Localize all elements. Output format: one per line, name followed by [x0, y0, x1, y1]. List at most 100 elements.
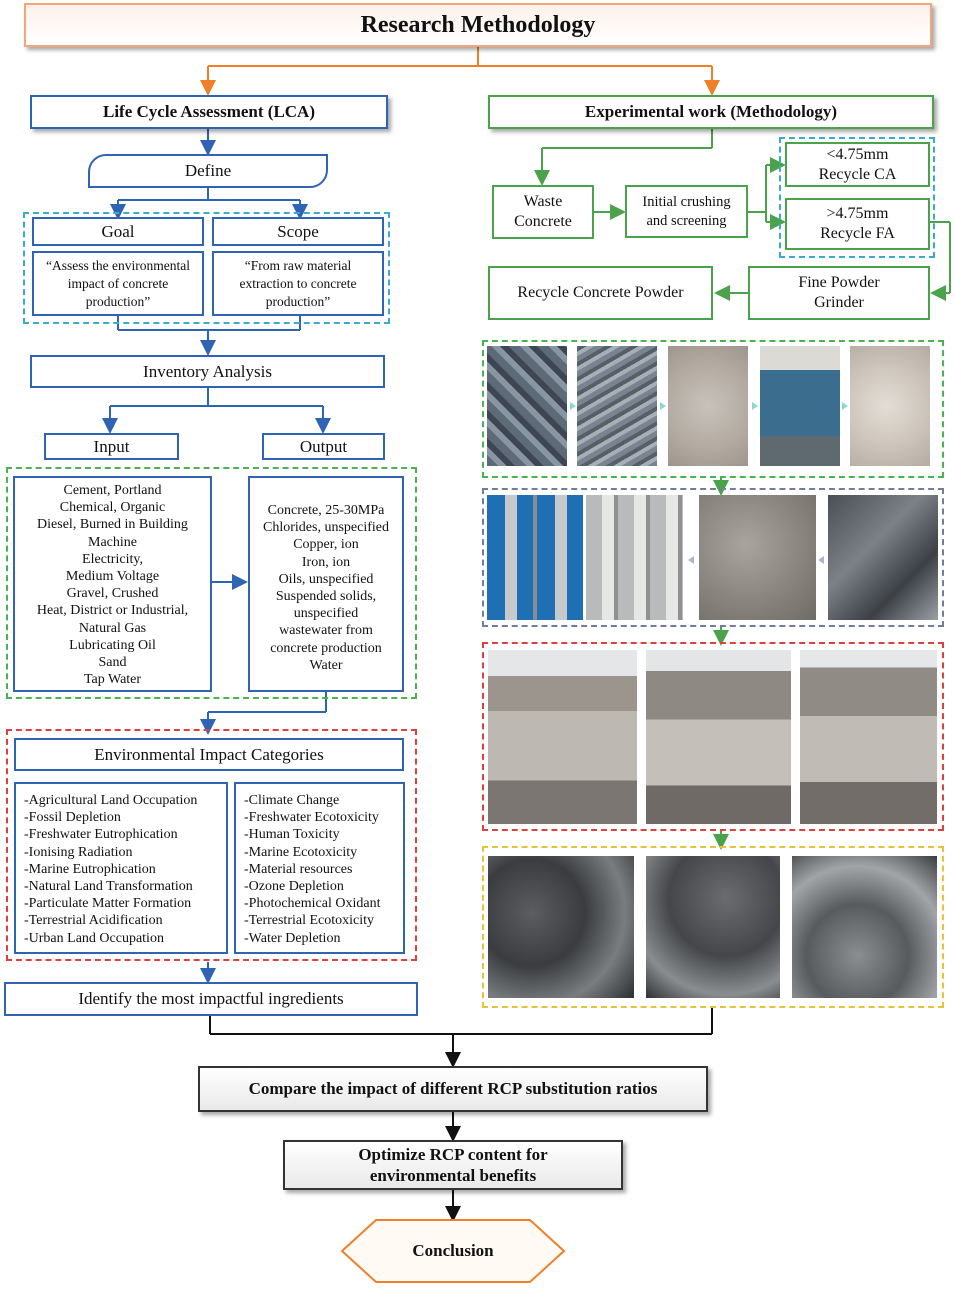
impact-category: -Freshwater Ecotoxicity: [244, 810, 379, 826]
inventory-text: Inventory Analysis: [143, 361, 272, 381]
optimize-line2: environmental benefits: [369, 1166, 537, 1185]
compression-test-photo-3: [800, 650, 937, 824]
lca-header: Life Cycle Assessment (LCA): [30, 95, 388, 129]
impact-header: Environmental Impact Categories: [14, 738, 404, 771]
exp-header: Experimental work (Methodology): [488, 95, 934, 129]
lca-header-text: Life Cycle Assessment (LCA): [103, 102, 315, 121]
goal-scope-group: [23, 212, 390, 324]
input-item: Machine: [88, 534, 137, 550]
casting-photos-group: [482, 488, 944, 627]
grinder-line1: Fine Powder: [798, 274, 880, 291]
impact-list-left: -Agricultural Land Occupation -Fossil Dep…: [14, 782, 228, 954]
sem-image-3: [792, 856, 937, 998]
impact-category: -Urban Land Occupation: [24, 930, 164, 946]
identify-text: Identify the most impactful ingredients: [78, 989, 344, 1008]
crushing-box: Initial crushing and screening: [625, 185, 748, 238]
impact-category: -Ionising Radiation: [24, 844, 133, 860]
optimize-box: Optimize RCP content for environmental b…: [283, 1140, 623, 1190]
impact-category: -Terrestrial Acidification: [24, 913, 163, 929]
sem-photos-group: [482, 846, 944, 1008]
impact-category: -Marine Ecotoxicity: [244, 844, 358, 860]
input-item: Electricity,: [82, 551, 143, 567]
input-item: Tap Water: [83, 672, 142, 688]
impact-category: -Marine Eutrophication: [24, 861, 156, 877]
impact-category: -Human Toxicity: [244, 827, 340, 843]
output-item: Oils, unspecified: [278, 571, 374, 587]
output-item: Copper, ion: [293, 537, 359, 553]
input-item: Medium Voltage: [65, 569, 160, 585]
grinder-box: Fine Powder Grinder: [748, 266, 930, 320]
input-item: Natural Gas: [78, 620, 147, 636]
grinder-line2: Grinder: [814, 294, 864, 311]
mixed-concrete-photo: [699, 495, 816, 620]
inventory-box: Inventory Analysis: [30, 355, 385, 388]
compare-box: Compare the impact of different RCP subs…: [198, 1066, 708, 1112]
scope-text: “From raw material extraction to concret…: [239, 257, 357, 309]
recycle-fa-box: >4.75mm Recycle FA: [785, 198, 930, 250]
concrete-powder-photo: [850, 346, 930, 466]
waste-line2: Concrete: [514, 213, 572, 230]
impact-category: -Freshwater Eutrophication: [24, 827, 178, 843]
impact-category: -Particulate Matter Formation: [24, 896, 192, 912]
output-item: Suspended solids,: [275, 589, 377, 605]
impact-category: -Climate Change: [244, 793, 340, 808]
impact-category: -Fossil Depletion: [24, 810, 121, 826]
waste-concrete-photo: [487, 346, 567, 466]
define-text: Define: [184, 161, 232, 180]
input-item: Chemical, Organic: [59, 500, 166, 516]
waste-line1: Waste: [523, 193, 563, 210]
ca-line1: <4.75mm: [826, 145, 889, 163]
goal-label: Goal: [32, 217, 204, 246]
goal-label-text: Goal: [101, 221, 135, 241]
molds-blue-photo: [487, 495, 583, 620]
impact-category: -Ozone Depletion: [244, 879, 344, 895]
fa-line1: >4.75mm: [826, 205, 889, 222]
aggregate-group: [779, 137, 935, 258]
molds-gray-photo: [586, 495, 683, 620]
impact-category: -Water Depletion: [244, 930, 341, 946]
output-label-text: Output: [299, 436, 348, 456]
goal-text: “Assess the environmental impact of conc…: [46, 257, 190, 309]
impact-category: -Natural Land Transformation: [24, 879, 193, 895]
input-label: Input: [44, 433, 179, 460]
output-item: Chlorides, unspecified: [263, 520, 389, 536]
output-item: Iron, ion: [301, 554, 351, 570]
conclusion-shape: [340, 1219, 566, 1283]
exp-header-text: Experimental work (Methodology): [584, 102, 838, 121]
ca-line2: Recycle CA: [818, 165, 897, 183]
conclusion-text: Conclusion: [412, 1241, 494, 1260]
fa-line2: Recycle FA: [820, 225, 895, 242]
impact-category: -Terrestrial Ecotoxicity: [244, 913, 375, 929]
output-label: Output: [262, 433, 385, 460]
crush-line2: and screening: [646, 212, 727, 229]
grinder-machine-photo: [760, 346, 840, 466]
rcp-box: Recycle Concrete Powder: [488, 266, 713, 320]
input-item: Heat, District or Industrial,: [36, 603, 189, 619]
scope-label: Scope: [212, 217, 384, 246]
input-item: Diesel, Burned in Building: [37, 517, 188, 533]
goal-text-box: “Assess the environmental impact of conc…: [32, 251, 204, 316]
fine-aggregate-photo: [668, 346, 748, 466]
recycle-ca-box: <4.75mm Recycle CA: [785, 142, 930, 187]
output-item: Concrete, 25-30MPa: [267, 503, 385, 518]
impact-category: -Agricultural Land Occupation: [24, 793, 198, 808]
mixer-photo: [828, 495, 938, 620]
output-item: concrete production: [270, 640, 382, 656]
sem-image-1: [488, 856, 634, 998]
input-item: Gravel, Crushed: [66, 586, 159, 602]
compression-test-photo-1: [488, 650, 637, 824]
identify-box: Identify the most impactful ingredients: [4, 982, 418, 1016]
crush-line1: Initial crushing: [642, 193, 731, 210]
impact-group: [6, 729, 417, 961]
impact-list-right: -Climate Change -Freshwater Ecotoxicity-H…: [234, 782, 405, 954]
rcp-text: Recycle Concrete Powder: [517, 284, 684, 301]
output-item: unspecified: [293, 606, 359, 622]
input-item: Sand: [98, 655, 127, 671]
waste-concrete-box: Waste Concrete: [492, 185, 594, 239]
sem-image-2: [646, 856, 780, 998]
optimize-line1: Optimize RCP content for: [358, 1145, 548, 1164]
input-item: Cement, Portland: [63, 483, 162, 498]
scope-text-box: “From raw material extraction to concret…: [212, 251, 384, 316]
